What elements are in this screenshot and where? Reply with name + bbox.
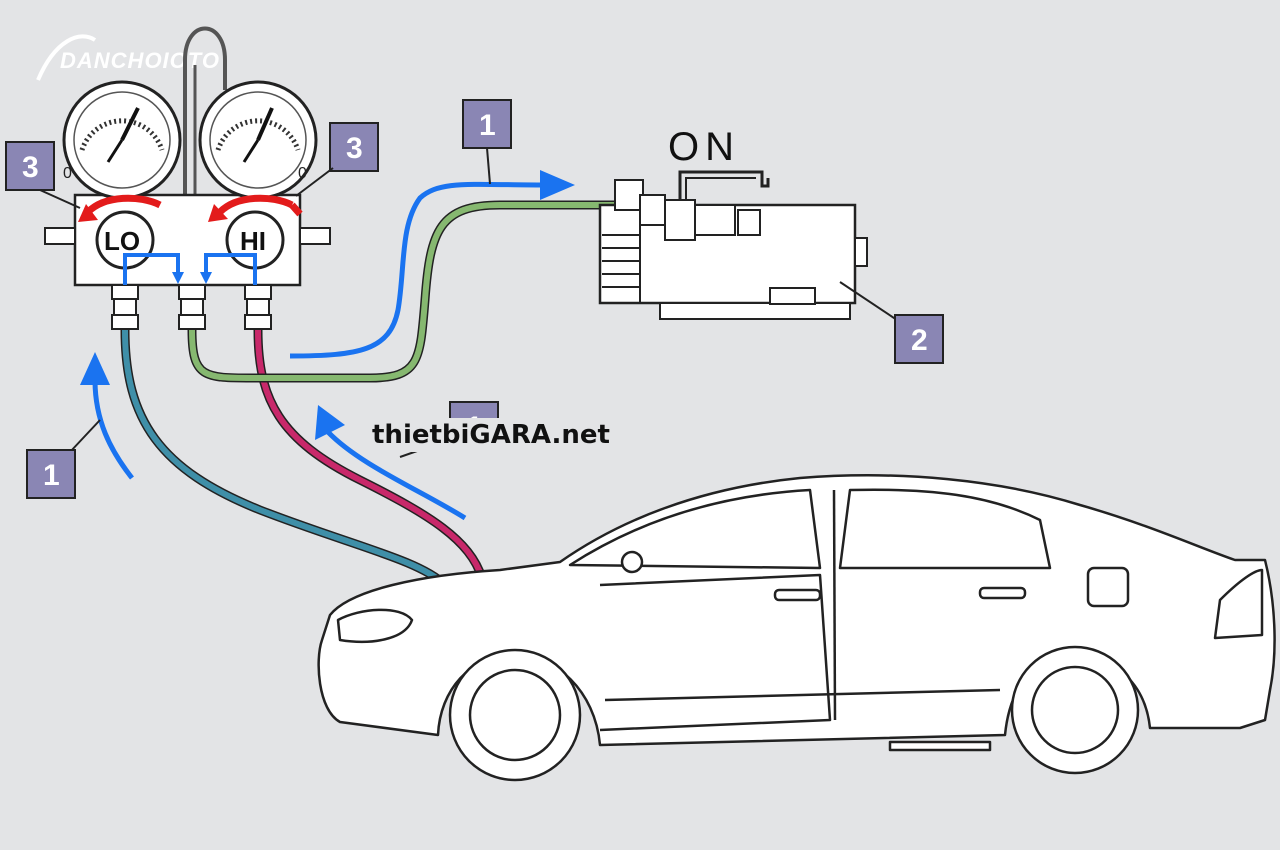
flow-arrow-high xyxy=(326,430,467,521)
flow-arrow-low-head xyxy=(80,352,110,385)
manifold-gauge-icon: 0 0 LO HI xyxy=(44,26,331,330)
hoses xyxy=(120,200,630,589)
logo: DANCHOIOTO xyxy=(36,34,220,81)
high-valve-label: HI xyxy=(240,226,266,256)
flow-arrow-high-head xyxy=(315,405,345,440)
watermark-backdrop xyxy=(368,418,613,452)
callout-step2-pump: 2 xyxy=(894,314,944,364)
high-gauge-zero: 0 xyxy=(298,165,307,182)
high-pressure-gauge: 0 xyxy=(198,80,318,200)
callout-step3-right-text: 3 xyxy=(346,132,363,165)
watermark-text: thietbiGARA.net xyxy=(372,420,610,450)
callout-step1-left: 1 xyxy=(26,449,76,499)
callout-step1-left-text: 1 xyxy=(43,459,60,492)
valve-turn-arrow-icon xyxy=(78,194,303,222)
callout-step3-right: 3 xyxy=(295,122,379,197)
vacuum-pump-icon: ON xyxy=(598,125,901,323)
flow-arrow-low xyxy=(92,379,134,480)
low-gauge-zero: 0 xyxy=(63,165,72,182)
logo-text: DANCHOIOTO xyxy=(60,48,220,73)
low-pressure-gauge: 0 xyxy=(62,80,182,200)
callout-step1-pump: 1 xyxy=(462,99,512,185)
leader-line xyxy=(69,419,101,453)
callout-step1-pump-text: 1 xyxy=(479,109,496,142)
callout-step2-pump-text: 2 xyxy=(911,324,928,357)
car-icon xyxy=(317,474,1276,782)
high-pressure-hose xyxy=(253,329,487,580)
callout-step3-left-text: 3 xyxy=(22,151,39,184)
flow-arrow-icon xyxy=(289,181,546,359)
flow-arrow-head xyxy=(540,170,575,200)
callout-step3-left: 3 xyxy=(5,141,81,209)
pump-switch-state: ON xyxy=(668,125,740,169)
low-valve-label: LO xyxy=(104,226,140,256)
